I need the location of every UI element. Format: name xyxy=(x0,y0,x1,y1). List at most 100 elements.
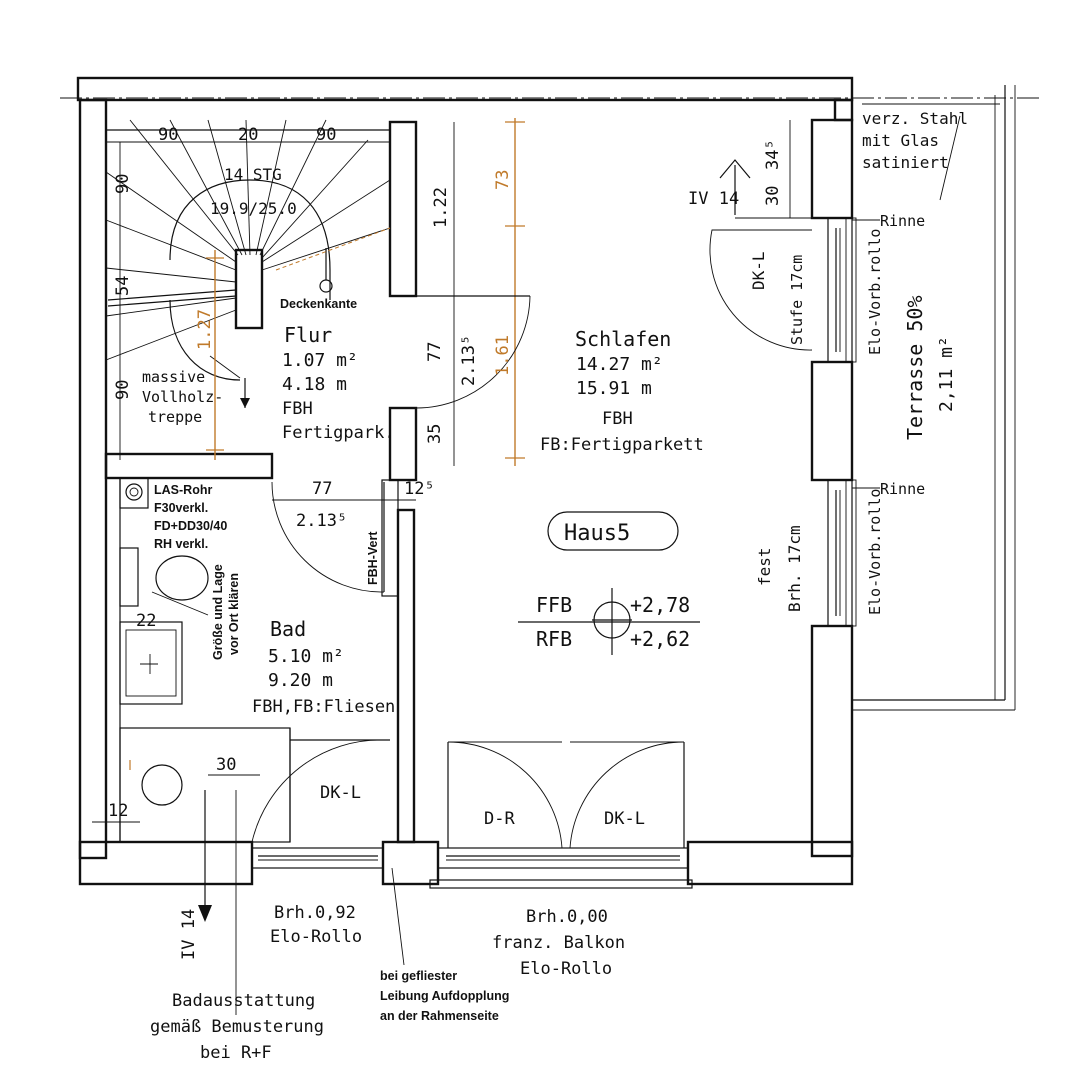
stair-ratio: 19.9/25.0 xyxy=(210,199,297,218)
level-marker xyxy=(518,588,700,655)
window-bad-line-2: Elo-Rollo xyxy=(270,927,362,947)
schlafen-area: 14.27 m² xyxy=(576,354,663,375)
deckenkante-label: Deckenkante xyxy=(280,297,357,311)
section-mark-top xyxy=(719,159,751,215)
elo-vorb-bottom: Elo-Vorb.rollo xyxy=(866,489,884,615)
dim-22: 22 xyxy=(136,611,156,631)
wall-right-2 xyxy=(810,360,854,482)
flur-heating: FBH xyxy=(282,399,313,419)
dim-54: 54 xyxy=(113,276,133,296)
haus-label: Haus5 xyxy=(564,521,630,546)
wall-left xyxy=(78,98,108,860)
wall-inner-mid xyxy=(388,406,418,482)
stair-steps: 14 STG xyxy=(224,165,282,184)
schlafen-perimeter: 15.91 m xyxy=(576,378,652,399)
dim-30-bad: 30 xyxy=(216,755,236,775)
dim-2135-h: 2.13⁵ xyxy=(296,511,347,531)
dimension-lines xyxy=(92,120,812,823)
window-right-top xyxy=(827,217,857,363)
schlafen-heating: FBH xyxy=(602,409,633,429)
door-terrace xyxy=(709,229,813,351)
flur-name: Flur xyxy=(284,323,332,347)
dim-77-v: 77 xyxy=(425,342,445,362)
window-bad-line-1: Brh.0,92 xyxy=(274,903,356,923)
groesse-line-2: vor Ort klären xyxy=(227,573,241,655)
haus-label-frame xyxy=(547,511,679,551)
toilet-bowl xyxy=(155,555,209,601)
dim-30-top: 30 xyxy=(763,186,783,206)
dim-90-left-bot: 90 xyxy=(113,380,133,400)
window-bad xyxy=(251,847,384,869)
badausstattung-line-2: gemäß Bemusterung xyxy=(150,1017,324,1037)
badausstattung-line-3: bei R+F xyxy=(200,1043,272,1063)
dim-125: 12⁵ xyxy=(404,479,435,499)
schlafen-floor: FB:Fertigparkett xyxy=(540,435,704,455)
ffb-value: +2,78 xyxy=(630,593,690,617)
terrasse-name: Terrasse 50% xyxy=(903,296,927,441)
wall-bottom-mid xyxy=(381,840,440,886)
verz-line-1: verz. Stahl xyxy=(862,109,968,128)
brh-17-label: Brh. 17cm xyxy=(785,525,804,612)
toilet-tank xyxy=(119,547,139,607)
las-line-1: LAS-Rohr xyxy=(154,483,212,497)
window-schlafen xyxy=(429,847,693,889)
stair-material-1: massive xyxy=(142,368,205,386)
verz-line-2: mit Glas xyxy=(862,131,939,150)
dim-345: 34⁵ xyxy=(763,139,783,170)
rfb-value: +2,62 xyxy=(630,627,690,651)
door-dk-l-bad: DK-L xyxy=(320,783,361,803)
stair-material-2: Vollholz- xyxy=(142,388,223,406)
las-line-3: FD+DD30/40 xyxy=(154,519,227,533)
bad-name: Bad xyxy=(270,617,306,641)
rfb-label: RFB xyxy=(536,627,572,651)
orange-dimensions xyxy=(206,118,525,466)
dim-90b: 90 xyxy=(316,125,336,145)
dim-2135-v: 2.13⁵ xyxy=(459,335,479,386)
door-flur-schlafen xyxy=(415,295,531,409)
dim-90a: 90 xyxy=(158,125,178,145)
dim-127: 1.27 xyxy=(195,309,215,350)
wall-top-right xyxy=(833,98,854,122)
wall-inner-bot xyxy=(396,508,416,844)
door-d-r: D-R xyxy=(484,809,515,829)
ffb-label: FFB xyxy=(536,593,572,617)
bad-area: 5.10 m² xyxy=(268,646,344,667)
flur-area: 1.07 m² xyxy=(282,350,358,371)
flur-floor: Fertigpark. xyxy=(282,423,395,443)
dim-73: 73 xyxy=(493,170,513,190)
terrace xyxy=(852,85,1016,711)
door-schlafen-window xyxy=(447,741,685,849)
dim-35: 35 xyxy=(425,424,445,444)
gefliest-line-3: an der Rahmenseite xyxy=(380,1009,499,1023)
shaft xyxy=(105,477,121,843)
door-dk-l-bottom: DK-L xyxy=(604,809,645,829)
section-mark-top-label: IV 14 xyxy=(688,189,739,209)
wall-right-3 xyxy=(810,624,854,858)
badausstattung-line-1: Badausstattung xyxy=(172,991,315,1011)
dim-12: 12 xyxy=(108,801,128,821)
wall-top xyxy=(76,76,854,102)
window-sch-line-3: Elo-Rollo xyxy=(520,959,612,979)
verz-line-3: satiniert xyxy=(862,153,949,172)
bad-fixtures xyxy=(119,477,291,1015)
door-dk-l-right: DK-L xyxy=(749,251,768,290)
dim-77-h: 77 xyxy=(312,479,332,499)
wall-flur-bad xyxy=(104,452,274,480)
elo-vorb-top: Elo-Vorb.rollo xyxy=(866,229,884,355)
window-right-bottom xyxy=(827,479,857,627)
washbasin xyxy=(119,621,183,705)
rinne-top: Rinne xyxy=(880,212,925,230)
gefliest-line-2: Leibung Aufdopplung xyxy=(380,989,509,1003)
dim-161: 1.61 xyxy=(493,335,513,376)
dim-122: 1.22 xyxy=(431,187,451,228)
window-sch-line-2: franz. Balkon xyxy=(492,933,625,953)
fest-label: fest xyxy=(755,547,774,586)
wall-inner-top xyxy=(388,120,418,298)
las-line-4: RH verkl. xyxy=(154,537,208,551)
wall-right-1 xyxy=(810,118,854,220)
flur-perimeter: 4.18 m xyxy=(282,374,347,395)
dim-20: 20 xyxy=(238,125,258,145)
dim-90-left-top: 90 xyxy=(113,174,133,194)
terrasse-area: 2,11 m² xyxy=(936,336,957,412)
rinne-bottom: Rinne xyxy=(880,480,925,498)
